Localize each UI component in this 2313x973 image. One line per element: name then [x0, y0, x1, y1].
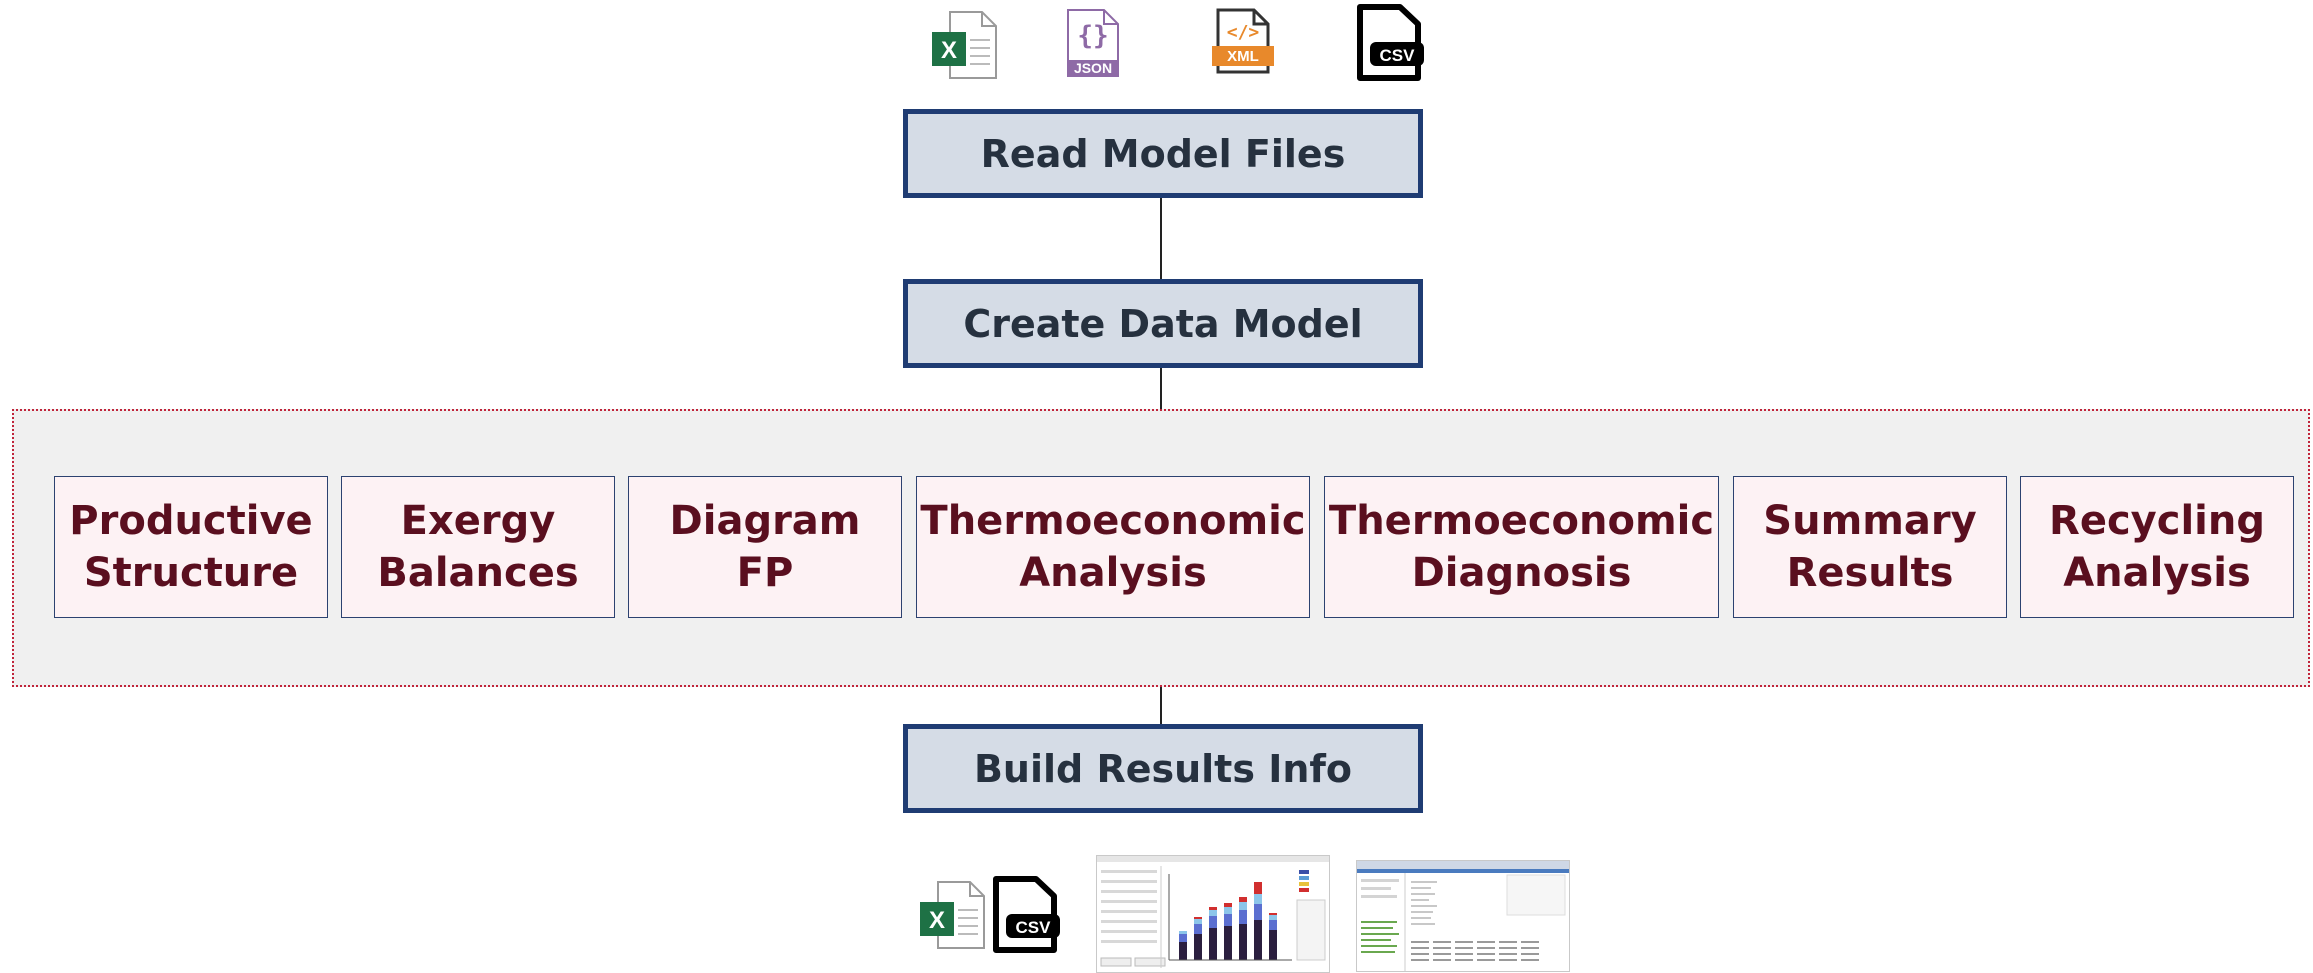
read-model-files-label: Read Model Files	[980, 131, 1346, 176]
thumb-bar-segment	[1224, 903, 1232, 907]
thumb-grid-cell	[1433, 941, 1451, 943]
thumb-bar-segment	[1239, 924, 1247, 960]
csv-file-icon: CSV	[1354, 4, 1426, 82]
thumb-bar-segment	[1179, 942, 1187, 960]
thumb-grid-cell	[1499, 959, 1517, 961]
module-diagram-fp: Diagram FP	[628, 476, 902, 618]
excel-letter: X	[941, 37, 957, 64]
svg-text:CSV: CSV	[1016, 918, 1052, 937]
thumb-bar-segment	[1209, 910, 1217, 916]
thumb-grid-cell	[1433, 947, 1451, 949]
thumb-bar-segment	[1254, 882, 1262, 894]
thumb-bar-segment	[1194, 934, 1202, 960]
thumb-grid-cell	[1477, 953, 1495, 955]
thumb-grid-cell	[1411, 947, 1429, 949]
thumb-bar-segment	[1224, 907, 1232, 914]
thumb-bar-segment	[1269, 913, 1277, 915]
json-label: JSON	[1074, 60, 1112, 76]
thumb-grid-cell	[1499, 947, 1517, 949]
thumb-grid-cell	[1477, 941, 1495, 943]
thumb-grid-cell	[1455, 941, 1473, 943]
results-viewer-screenshot	[1096, 855, 1330, 973]
thumb-bar-segment	[1209, 916, 1217, 928]
thumb-grid-cell	[1499, 953, 1517, 955]
thumb-grid-cell	[1433, 953, 1451, 955]
thumb-grid-cell	[1433, 959, 1451, 961]
thumb-bar-segment	[1224, 926, 1232, 960]
thumb-grid-cell	[1521, 947, 1539, 949]
thumb-grid-cell	[1411, 959, 1429, 961]
thumb-bar-segment	[1254, 920, 1262, 960]
thumb-bar-segment	[1239, 897, 1247, 902]
xml-file-icon: </> XML	[1212, 8, 1274, 74]
csv-label: CSV	[1380, 46, 1416, 65]
create-data-model-box: Create Data Model	[903, 279, 1423, 368]
matlab-workspace-screenshot	[1356, 860, 1570, 972]
thumb-bar-segment	[1239, 902, 1247, 910]
thumb-bar-segment	[1179, 934, 1187, 942]
build-results-info-label: Build Results Info	[973, 746, 1353, 791]
thumb-bar-segment	[1254, 894, 1262, 904]
json-file-icon: {} JSON	[1066, 8, 1122, 78]
build-results-info-box: Build Results Info	[903, 724, 1423, 813]
thumb-bar-segment	[1239, 910, 1247, 924]
read-model-files-box: Read Model Files	[903, 109, 1423, 198]
output-excel-file-icon: X	[918, 880, 986, 950]
thumb-grid-cell	[1455, 959, 1473, 961]
thumb-grid-cell	[1411, 941, 1429, 943]
thumb-grid-cell	[1411, 953, 1429, 955]
thumb-grid-cell	[1521, 953, 1539, 955]
thumb-bar-segment	[1179, 931, 1187, 934]
thumb-bar-segment	[1194, 919, 1202, 924]
xml-label: XML	[1227, 48, 1259, 65]
excel-file-icon: X	[930, 10, 998, 80]
thumb-grid-cell	[1521, 959, 1539, 961]
svg-text:</>: </>	[1227, 22, 1260, 43]
svg-text:{}: {}	[1077, 21, 1108, 51]
thumb-grid-cell	[1521, 941, 1539, 943]
thumb-bar-segment	[1209, 907, 1217, 910]
create-data-model-label: Create Data Model	[963, 301, 1363, 346]
thumb-grid-cell	[1455, 947, 1473, 949]
thumb-bar-segment	[1194, 924, 1202, 934]
thumb-grid-cell	[1455, 953, 1473, 955]
output-csv-file-icon: CSV	[990, 876, 1062, 954]
thumb-bar-segment	[1269, 920, 1277, 930]
thumb-grid-cell	[1477, 947, 1495, 949]
thumb-bar-segment	[1209, 928, 1217, 960]
thumb-grid-cell	[1499, 941, 1517, 943]
svg-text:X: X	[929, 907, 945, 934]
thumb-bar-segment	[1269, 915, 1277, 920]
thumb-bar-segment	[1269, 930, 1277, 960]
thumb-bar-segment	[1194, 917, 1202, 919]
thumb-grid-cell	[1477, 959, 1495, 961]
thumb-bar-segment	[1224, 914, 1232, 926]
thumb-bar-segment	[1254, 904, 1262, 920]
